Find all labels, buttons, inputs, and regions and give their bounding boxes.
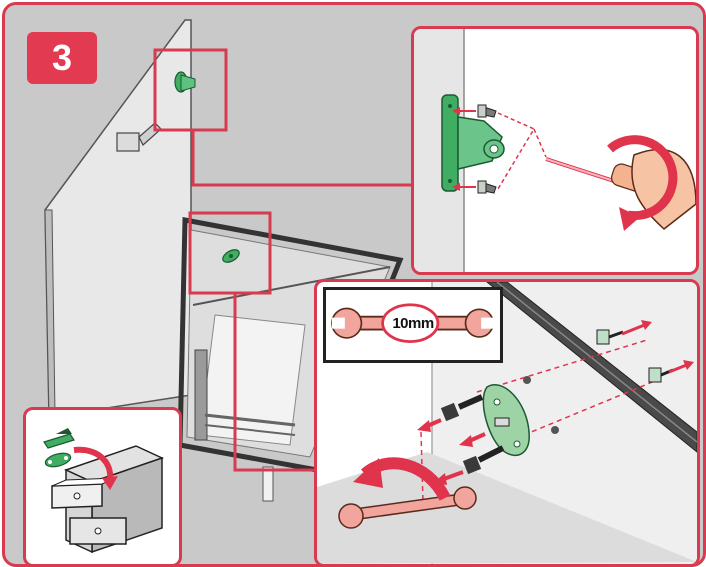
- bracket-icon: [442, 95, 504, 191]
- bracket-icon: [44, 451, 72, 469]
- step-number: 3: [27, 32, 97, 84]
- wrench-size-label: 10mm: [388, 309, 438, 339]
- screw-detail: [414, 29, 696, 272]
- bracket-icon: [44, 428, 74, 448]
- drawer-cabinet-icon: [26, 410, 179, 564]
- screw-icon: [478, 105, 496, 117]
- detail-panel-screws: [411, 26, 699, 275]
- detail-panel-drawer: [23, 407, 182, 567]
- bracket-icon: [175, 72, 195, 92]
- screw-icon: [478, 181, 496, 193]
- wrench-size-callout: 10mm: [323, 287, 503, 363]
